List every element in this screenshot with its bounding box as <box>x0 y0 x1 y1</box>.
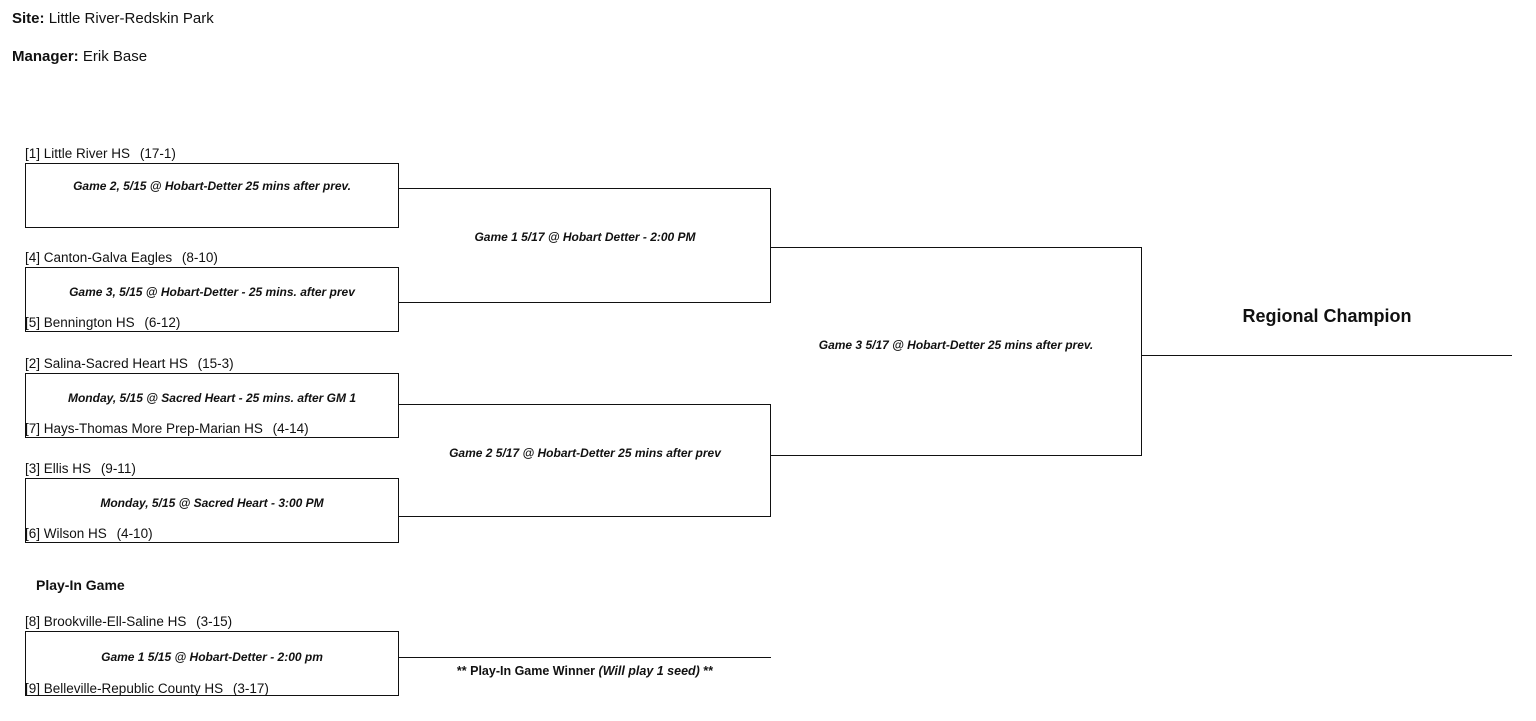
team-name: Canton-Galva Eagles <box>43 250 173 265</box>
game-label-d: Monday, 5/15 @ Sacred Heart - 3:00 PM <box>100 496 324 510</box>
connector-semifinal-bottom-to-final <box>770 455 1142 456</box>
team-seed: [3] <box>25 461 41 476</box>
team-row: [2] Salina-Sacred Heart HS (15-3) <box>25 356 234 372</box>
manager-line: Manager: Erik Base <box>12 48 147 66</box>
team-name: Wilson HS <box>43 526 107 541</box>
team-record: (4-10) <box>116 526 153 541</box>
team-row: [1] Little River HS (17-1) <box>25 146 176 162</box>
match-box-d[interactable] <box>25 478 399 543</box>
team-record: (17-1) <box>139 146 176 161</box>
connector-b-to-semifinal-top <box>399 302 771 303</box>
team-row: [4] Canton-Galva Eagles (8-10) <box>25 250 218 266</box>
team-record: (4-14) <box>272 421 309 436</box>
match-box-a[interactable] <box>25 163 399 228</box>
game-label-play-in: Game 1 5/15 @ Hobart-Detter - 2:00 pm <box>101 650 323 664</box>
game-label-b: Game 3, 5/15 @ Hobart-Detter - 25 mins. … <box>69 285 355 299</box>
team-row: [7] Hays-Thomas More Prep-Marian HS (4-1… <box>25 421 309 437</box>
match-box-b[interactable] <box>25 267 399 332</box>
match-box-c[interactable] <box>25 373 399 438</box>
semifinal-bottom-bracket-spine <box>770 404 771 516</box>
team-seed: [2] <box>25 356 41 371</box>
play-in-winner-suffix: ** <box>703 664 714 678</box>
team-record: (3-15) <box>196 614 233 629</box>
manager-label: Manager: <box>12 48 79 65</box>
team-record: (6-12) <box>144 315 181 330</box>
team-seed: [6] <box>25 526 41 541</box>
team-record: (9-11) <box>100 461 136 476</box>
regional-champion-line <box>1141 355 1512 356</box>
connector-c-to-semifinal-bottom <box>399 404 771 405</box>
game-label-a: Game 2, 5/15 @ Hobart-Detter 25 mins aft… <box>73 179 351 193</box>
team-name: Hays-Thomas More Prep-Marian HS <box>43 421 263 436</box>
regional-champion-title: Regional Champion <box>1242 306 1412 326</box>
team-record: (3-17) <box>232 681 269 696</box>
connector-d-to-semifinal-bottom <box>399 516 771 517</box>
play-in-winner-label: ** Play-In Game Winner (Will play 1 seed… <box>399 664 771 678</box>
final-bracket-spine <box>1141 247 1142 455</box>
team-row: [6] Wilson HS (4-10) <box>25 526 153 542</box>
team-record: (15-3) <box>197 356 234 371</box>
team-seed: [5] <box>25 315 41 330</box>
site-line: Site: Little River-Redskin Park <box>12 10 214 28</box>
team-seed: [7] <box>25 421 41 436</box>
play-in-section-title: Play-In Game <box>36 577 125 593</box>
team-row: [8] Brookville-Ell-Saline HS (3-15) <box>25 614 232 630</box>
team-seed: [8] <box>25 614 41 629</box>
team-name: Salina-Sacred Heart HS <box>43 356 188 371</box>
team-name: Bennington HS <box>43 315 135 330</box>
team-row: [9] Belleville-Republic County HS (3-17) <box>25 681 269 697</box>
game-label-semifinal-bottom: Game 2 5/17 @ Hobart-Detter 25 mins afte… <box>449 446 721 460</box>
game-label-final: Game 3 5/17 @ Hobart-Detter 25 mins afte… <box>818 338 1094 352</box>
site-value: Little River-Redskin Park <box>48 10 214 27</box>
connector-semifinal-top-to-final <box>770 247 1142 248</box>
team-row: [5] Bennington HS (6-12) <box>25 315 180 331</box>
team-name: Ellis HS <box>43 461 92 476</box>
play-in-winner-note: (Will play 1 seed) <box>598 664 700 678</box>
manager-value: Erik Base <box>82 48 148 65</box>
connector-a-to-semifinal-top <box>399 188 771 189</box>
team-seed: [1] <box>25 146 41 161</box>
semifinal-top-bracket-spine <box>770 188 771 302</box>
match-box-play-in[interactable] <box>25 631 399 696</box>
play-in-winner-prefix: ** Play-In Game Winner <box>456 664 596 678</box>
connector-play-in-winner <box>399 657 771 658</box>
game-label-semifinal-top: Game 1 5/17 @ Hobart Detter - 2:00 PM <box>474 230 696 244</box>
team-seed: [9] <box>25 681 41 696</box>
team-record: (8-10) <box>181 250 218 265</box>
site-label: Site: <box>12 10 45 27</box>
team-seed: [4] <box>25 250 41 265</box>
team-name: Brookville-Ell-Saline HS <box>43 614 187 629</box>
game-label-c: Monday, 5/15 @ Sacred Heart - 25 mins. a… <box>67 391 357 405</box>
team-name: Little River HS <box>43 146 131 161</box>
team-name: Belleville-Republic County HS <box>43 681 224 696</box>
team-row: [3] Ellis HS (9-11) <box>25 461 136 477</box>
